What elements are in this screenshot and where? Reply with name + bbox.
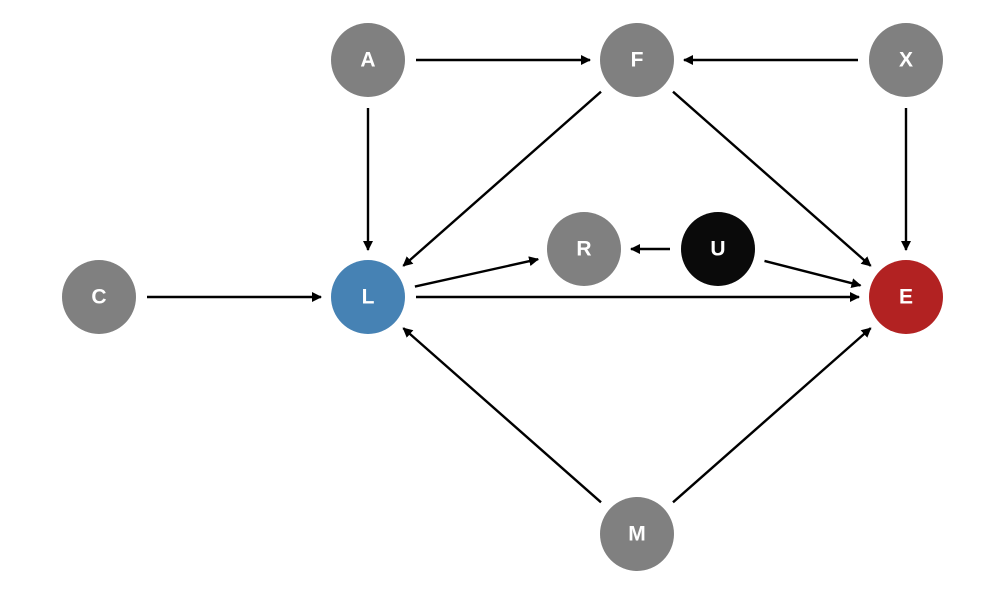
edge-f-to-l [402,90,602,267]
node-l: L [331,260,405,334]
node-label-m: M [628,523,646,546]
node-circle-a [331,23,405,97]
nodes-layer: A F X C L R U E M [62,23,943,571]
edge-m-to-l [402,327,602,504]
node-circle-c [62,260,136,334]
node-circle-e [869,260,943,334]
node-c: C [62,260,136,334]
edge-m-to-e [672,327,872,504]
node-label-f: F [631,49,644,72]
node-label-a: A [360,49,375,72]
node-x: X [869,23,943,97]
node-r: R [547,212,621,286]
node-circle-r [547,212,621,286]
node-f: F [600,23,674,97]
node-e: E [869,260,943,334]
node-label-l: L [362,286,375,309]
node-circle-u [681,212,755,286]
node-circle-m [600,497,674,571]
edge-l-to-r [414,256,540,288]
node-circle-f [600,23,674,97]
edge-f-to-e [672,90,872,267]
node-m: M [600,497,674,571]
node-label-c: C [91,286,106,309]
node-circle-l [331,260,405,334]
node-label-e: E [899,286,913,309]
node-label-r: R [576,238,591,261]
edge-u-to-e [764,259,862,289]
node-label-u: U [710,238,725,261]
node-label-x: X [899,49,913,72]
node-a: A [331,23,405,97]
edges-layer [147,55,911,504]
node-circle-x [869,23,943,97]
node-u: U [681,212,755,286]
